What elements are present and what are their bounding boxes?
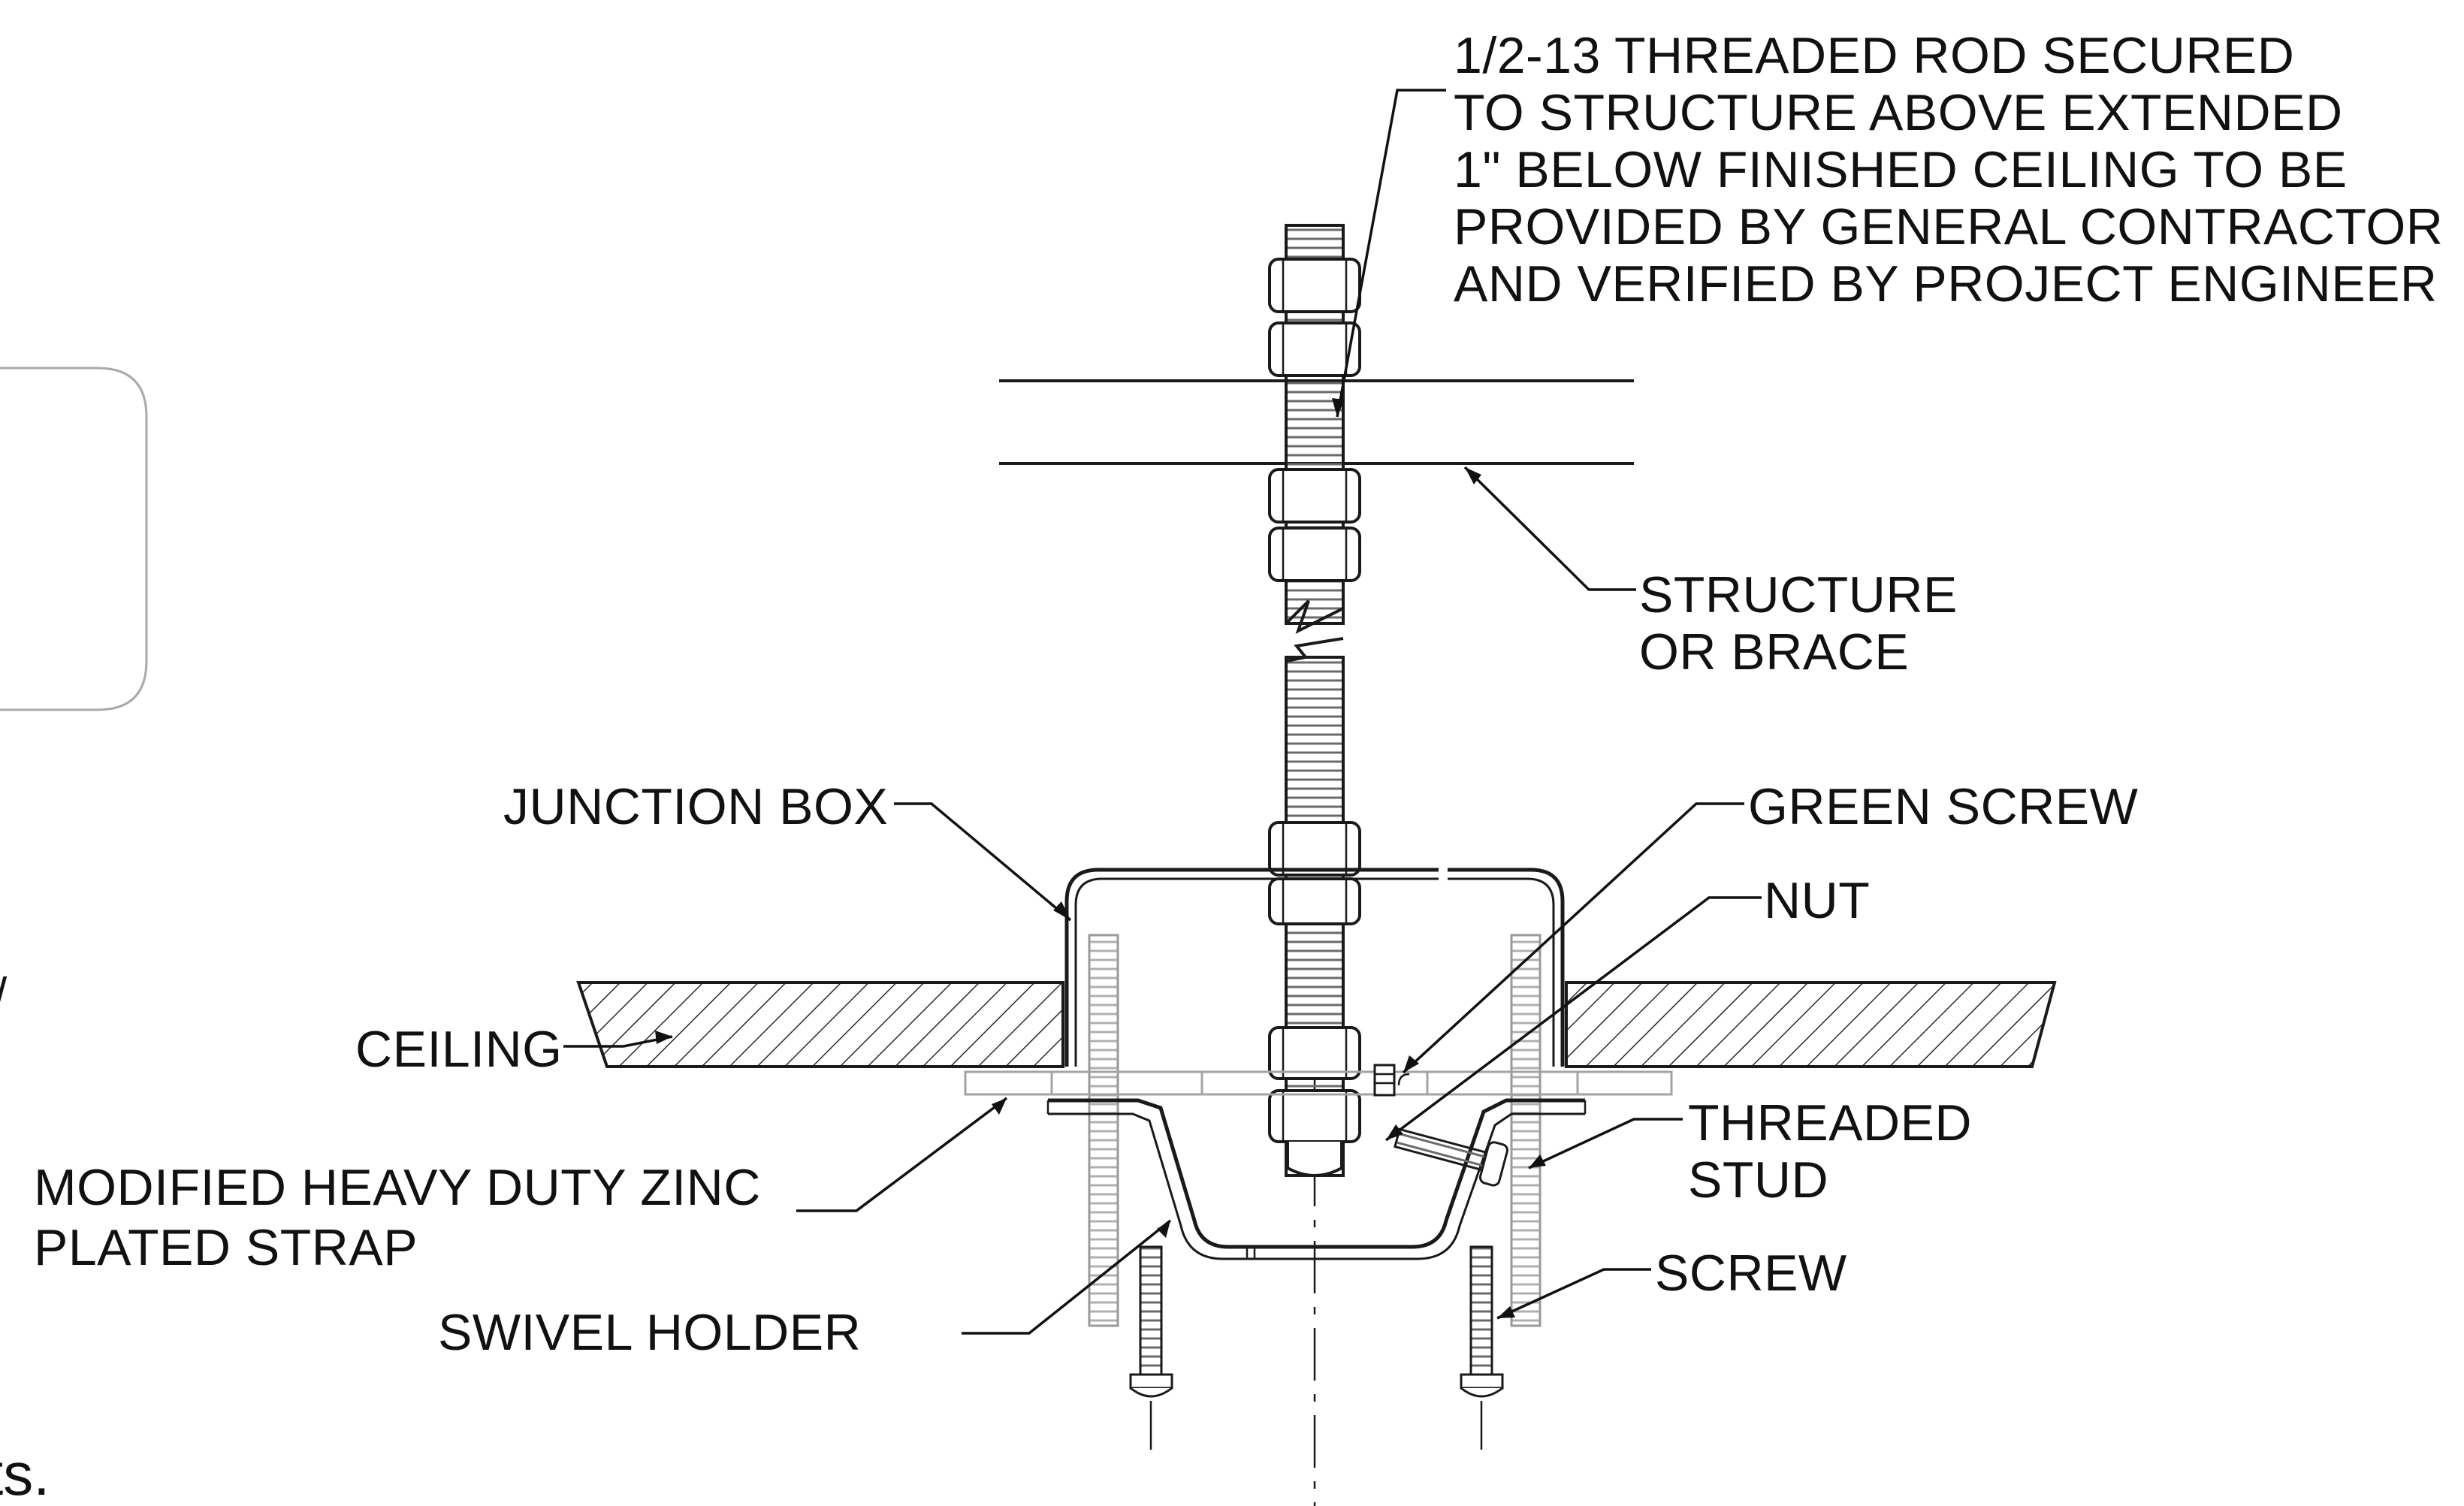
leader-lines [563, 89, 1762, 1335]
svg-text:OR BRACE: OR BRACE [1639, 623, 1909, 681]
mounting-screw-right [1460, 1245, 1504, 1450]
edge-bottom-text: ts. [0, 1441, 50, 1506]
leader-ceiling [563, 1035, 673, 1048]
leader-strap [796, 1097, 1008, 1212]
green-screw-label: GREEN SCREW [1748, 778, 2138, 835]
leader-threaded-stud [1528, 1118, 1683, 1169]
nut-upper-2 [1268, 321, 1361, 377]
edge-mark-text: / [0, 969, 8, 1021]
svg-text:STUD: STUD [1688, 1151, 1828, 1209]
threaded-stud-label: THREADED STUD [1688, 1094, 1972, 1209]
swivel-holder [1046, 1098, 1587, 1260]
svg-text:PLATED STRAP: PLATED STRAP [34, 1219, 418, 1276]
svg-text:1" BELOW FINISHED CEILING TO B: 1" BELOW FINISHED CEILING TO BE [1454, 141, 2348, 198]
leader-green-screw [1402, 802, 1744, 1074]
swivel-holder-label: SWIVEL HOLDER [438, 1304, 861, 1361]
mounting-screws [1129, 1245, 1504, 1450]
strap-label: MODIFIED HEAVY DUTY ZINC PLATED STRAP [34, 1159, 761, 1276]
svg-text:TO STRUCTURE ABOVE EXTENDED: TO STRUCTURE ABOVE EXTENDED [1454, 84, 2343, 141]
nut-box-top [1268, 821, 1361, 877]
ceiling-slab [576, 981, 2057, 1068]
svg-text:AND VERIFIED BY PROJECT ENGINE: AND VERIFIED BY PROJECT ENGINEER [1454, 255, 2438, 312]
edge-panel-outline [0, 367, 148, 711]
junction-box-label: JUNCTION BOX [503, 778, 888, 835]
nut-upper-3 [1268, 468, 1361, 524]
leader-rod [1336, 89, 1446, 418]
rod-nuts [1268, 258, 1361, 1177]
nut-upper-4 [1268, 527, 1361, 582]
ceiling-label: CEILING [355, 1021, 563, 1078]
leader-junction-box [894, 802, 1072, 922]
leader-swivel-holder [962, 1219, 1172, 1335]
threaded-studs [1088, 934, 1542, 1327]
nut-upper-1 [1268, 258, 1361, 313]
svg-text:MODIFIED HEAVY DUTY ZINC: MODIFIED HEAVY DUTY ZINC [34, 1159, 761, 1216]
mounting-screw-left [1129, 1245, 1173, 1450]
screw-label: SCREW [1655, 1245, 1847, 1302]
nut-label: NUT [1764, 872, 1870, 929]
svg-text:1/2-13 THREADED ROD SECURED: 1/2-13 THREADED ROD SECURED [1454, 27, 2294, 84]
structure-label: STRUCTURE OR BRACE [1639, 566, 1958, 681]
nut-strap-bottom [1268, 1089, 1361, 1143]
leader-screw [1496, 1268, 1651, 1320]
green-screw-detail [1373, 1064, 1410, 1097]
zinc-strap [964, 1070, 1673, 1096]
set-screw-detail [1394, 1127, 1508, 1187]
nut-strap-top [1268, 1026, 1361, 1080]
junction-box [1064, 864, 1565, 1067]
svg-text:THREADED: THREADED [1688, 1094, 1972, 1151]
leader-structure [1463, 466, 1636, 591]
svg-text:STRUCTURE: STRUCTURE [1639, 566, 1958, 623]
svg-text:PROVIDED BY GENERAL CONTRACTOR: PROVIDED BY GENERAL CONTRACTOR [1454, 198, 2443, 255]
rod-note-label: 1/2-13 THREADED ROD SECURED TO STRUCTURE… [1454, 27, 2443, 312]
nut-box-bottom [1268, 877, 1361, 925]
leader-nut [1384, 896, 1762, 1142]
